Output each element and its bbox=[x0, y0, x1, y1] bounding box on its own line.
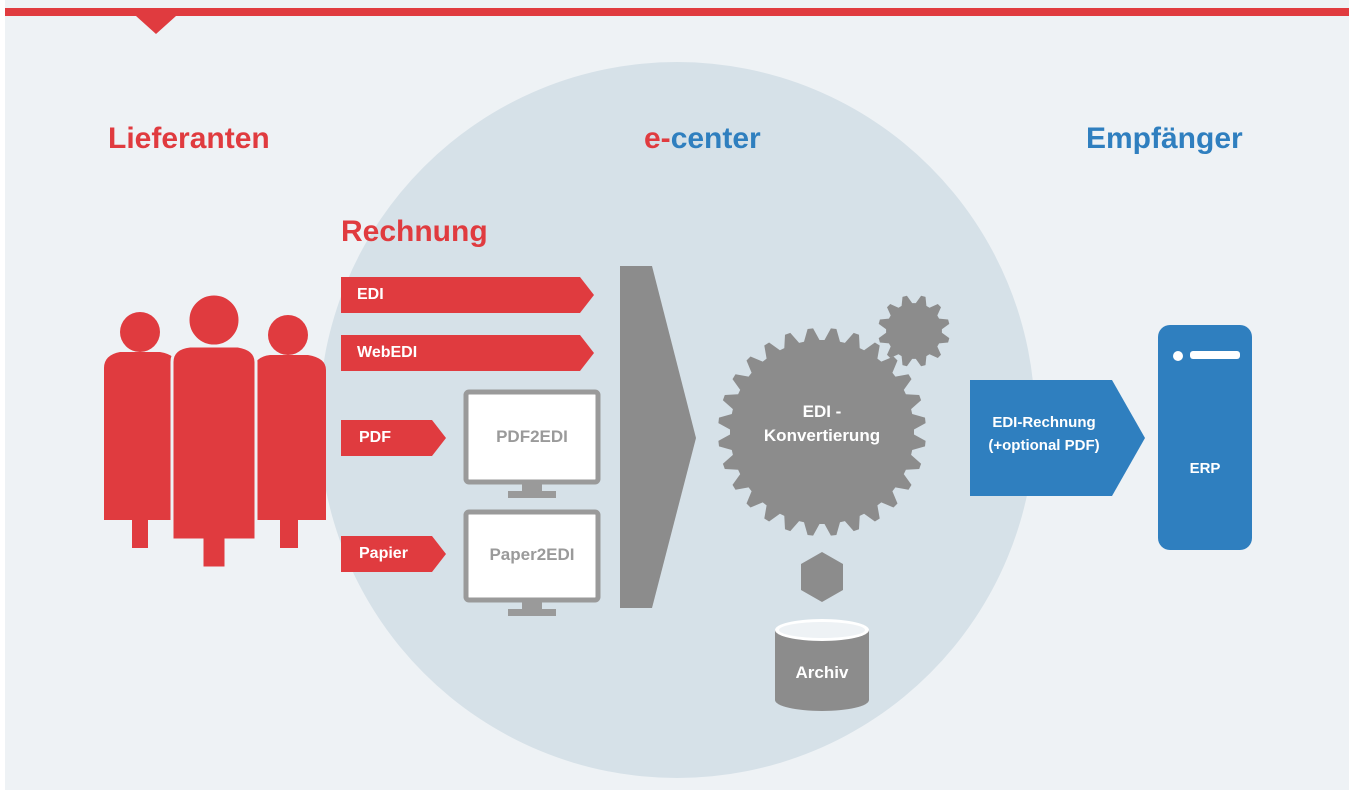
arrow-webedi bbox=[341, 335, 594, 371]
funnel-icon bbox=[620, 266, 696, 608]
top-pointer-icon bbox=[136, 16, 176, 34]
output-label-line2: (+optional PDF) bbox=[988, 437, 1100, 454]
arrow-edi-rechnung bbox=[970, 380, 1145, 496]
channel-webedi: WebEDI bbox=[357, 344, 418, 361]
conversion-label-line2: Konvertierung bbox=[763, 426, 881, 445]
server-icon bbox=[1158, 325, 1252, 550]
hexagon-connector-icon bbox=[801, 552, 843, 602]
gear-icon bbox=[718, 328, 926, 536]
invoice-title: Rechnung bbox=[341, 215, 488, 248]
screen-paper2edi: Paper2EDI bbox=[489, 545, 575, 564]
header-e-center-suffix: center bbox=[670, 122, 761, 155]
erp-label: ERP bbox=[1189, 460, 1221, 477]
header-e-center: e-center bbox=[644, 122, 761, 156]
channel-edi: EDI bbox=[357, 286, 384, 303]
people-icon bbox=[104, 292, 326, 570]
archive-label: Archiv bbox=[795, 663, 849, 682]
gear-big-shape bbox=[718, 328, 926, 536]
database-icon bbox=[775, 619, 869, 711]
monitor-icon bbox=[463, 509, 601, 616]
arrow-papier bbox=[341, 536, 446, 572]
gear-icon bbox=[878, 295, 950, 367]
arrow-edi bbox=[341, 277, 594, 313]
top-accent-bar bbox=[5, 8, 1349, 16]
monitor-icon bbox=[463, 389, 601, 498]
output-label-line1: EDI-Rechnung bbox=[992, 414, 1096, 431]
gear-small-shape bbox=[878, 295, 950, 367]
header-recipients: Empfänger bbox=[1086, 122, 1243, 155]
header-suppliers: Lieferanten bbox=[108, 122, 270, 155]
header-e-center-prefix: e- bbox=[644, 122, 671, 155]
channel-pdf: PDF bbox=[359, 429, 391, 446]
channel-papier: Papier bbox=[359, 545, 408, 562]
conversion-label-line1: EDI - bbox=[802, 402, 842, 421]
arrow-pdf bbox=[341, 420, 446, 456]
screen-pdf2edi: PDF2EDI bbox=[496, 427, 568, 446]
